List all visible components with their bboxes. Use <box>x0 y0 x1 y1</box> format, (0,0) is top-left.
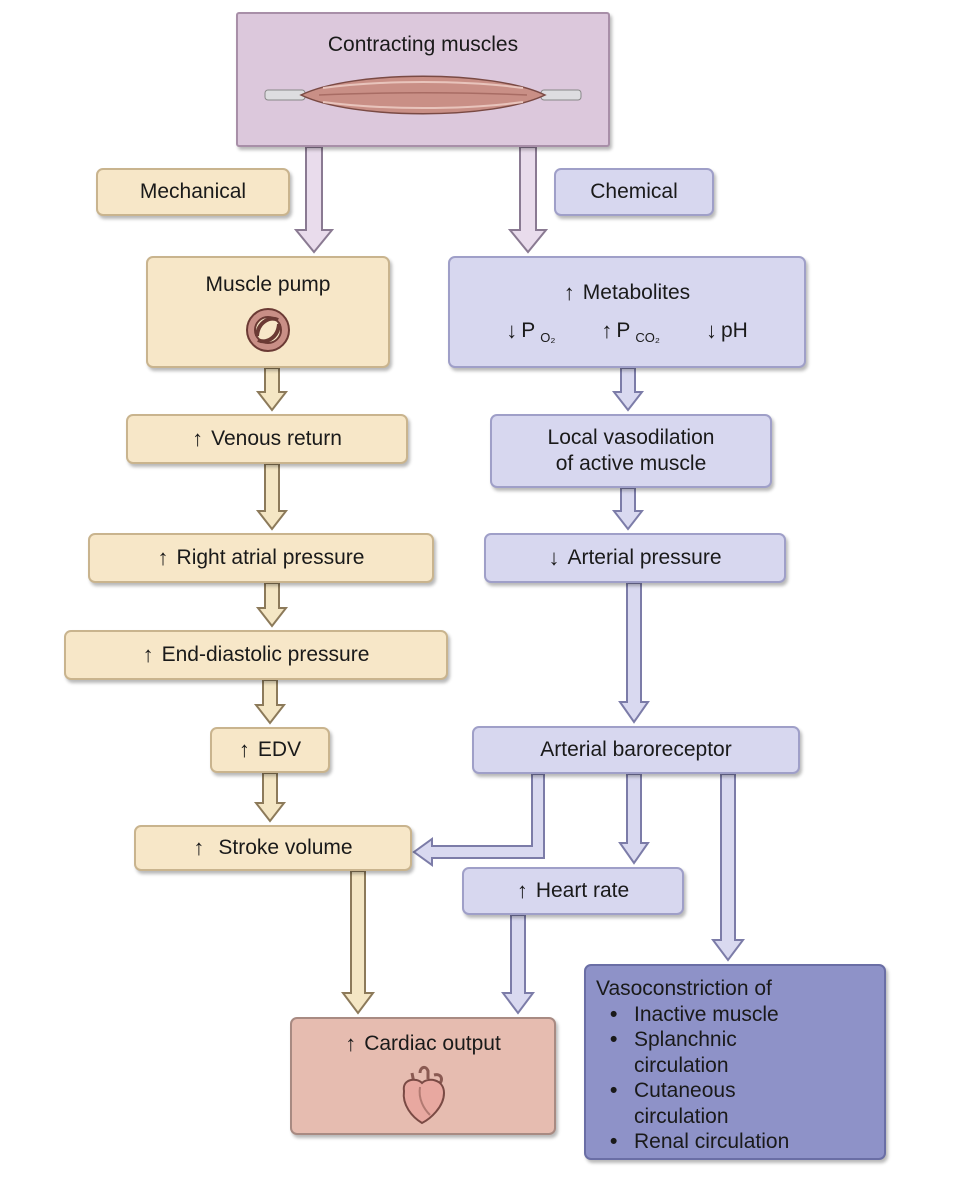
pump-icon <box>246 308 290 352</box>
arterial-pressure-box: ↓Arterial pressure <box>484 533 786 583</box>
up-arrow-icon: ↑ <box>193 835 205 860</box>
ph-item: ↓pH <box>705 318 748 343</box>
contracting-muscles-label: Contracting muscles <box>327 33 519 56</box>
arrow-metabolites-to-vasodilation <box>611 367 645 412</box>
arrow-baroreceptor-to-heart-rate <box>618 773 650 865</box>
metabolites-line: ↑Metabolites <box>563 280 691 305</box>
venous-return-box: ↑Venous return <box>126 414 408 464</box>
chemical-label: Chemical <box>554 168 714 216</box>
edv-box: ↑EDV <box>210 727 330 773</box>
arrow-edv-to-stroke-volume <box>253 772 287 823</box>
vasoconstriction-item: • Inactive muscle <box>610 1002 789 1028</box>
up-arrow-icon: ↑ <box>238 737 250 762</box>
arterial-baroreceptor-box: Arterial baroreceptor <box>472 726 800 774</box>
arrow-arterial-pressure-to-baroreceptor <box>618 582 650 724</box>
up-arrow-icon: ↑ <box>345 1031 357 1056</box>
up-arrow-icon: ↑ <box>516 878 528 903</box>
cardiac-output-label: Cardiac output <box>364 1032 501 1055</box>
bullet-icon: • <box>610 1079 618 1102</box>
vasoconstriction-title: Vasoconstriction of <box>596 977 772 1000</box>
up-arrow-icon: ↑ <box>142 642 154 667</box>
vasoconstriction-item-text: Inactive muscle <box>634 1002 779 1026</box>
vasoconstriction-item-text: Splanchnic <box>634 1028 737 1051</box>
muscle-pump-label: Muscle pump <box>205 273 331 296</box>
vasoconstriction-item-text: circulation <box>634 1104 729 1128</box>
heart-rate-box: ↑Heart rate <box>462 867 684 915</box>
arrow-source-to-metabolites <box>507 146 549 254</box>
down-arrow-icon: ↓ <box>705 318 717 343</box>
stroke-volume-box: ↑Stroke volume <box>134 825 412 871</box>
muscle-pump-box: Muscle pump <box>146 256 390 368</box>
heart-icon <box>402 1065 446 1125</box>
arrow-stroke-volume-to-cardiac-output <box>341 870 375 1015</box>
bullet-icon: • <box>610 1002 618 1026</box>
mechanical-label: Mechanical <box>96 168 290 216</box>
up-arrow-icon: ↑ <box>601 318 613 343</box>
arrow-venous-to-right-atrial <box>255 463 289 531</box>
arrow-pump-to-venous-return <box>255 367 289 412</box>
vasoconstriction-box: Vasoconstriction of • Inactive muscle • Spl… <box>584 964 886 1160</box>
vasoconstriction-item-text: Renal circulation <box>634 1130 790 1153</box>
muscle-icon <box>264 75 582 115</box>
arrow-baroreceptor-to-stroke-volume <box>412 773 545 867</box>
down-arrow-icon: ↓ <box>506 318 518 343</box>
vasoconstriction-item-text: circulation <box>634 1053 729 1077</box>
local-vasodilation-box: Local vasodilation of active muscle <box>490 414 772 488</box>
vasoconstriction-item-text: Cutaneous <box>634 1079 736 1102</box>
arrow-right-atrial-to-edp <box>255 582 289 628</box>
up-arrow-icon: ↑ <box>157 545 169 570</box>
up-arrow-icon: ↑ <box>563 280 575 305</box>
contracting-muscles-box: Contracting muscles <box>236 12 610 147</box>
cardiac-output-box: ↑ Cardiac output <box>290 1017 556 1135</box>
arrow-baroreceptor-to-vasoconstriction <box>711 773 745 962</box>
arrow-vasodilation-to-arterial-pressure <box>611 487 645 531</box>
arrow-heart-rate-to-cardiac-output <box>501 914 535 1015</box>
end-diastolic-pressure-box: ↑End-diastolic pressure <box>64 630 448 680</box>
down-arrow-icon: ↓ <box>548 545 560 570</box>
bullet-icon: • <box>610 1028 618 1051</box>
vasoconstriction-item: • Renal circulation <box>610 1129 789 1155</box>
arrow-source-to-muscle-pump <box>293 146 335 254</box>
bullet-icon: • <box>610 1130 618 1153</box>
right-atrial-pressure-box: ↑Right atrial pressure <box>88 533 434 583</box>
up-arrow-icon: ↑ <box>192 426 204 451</box>
arrow-edp-to-edv <box>253 679 287 725</box>
